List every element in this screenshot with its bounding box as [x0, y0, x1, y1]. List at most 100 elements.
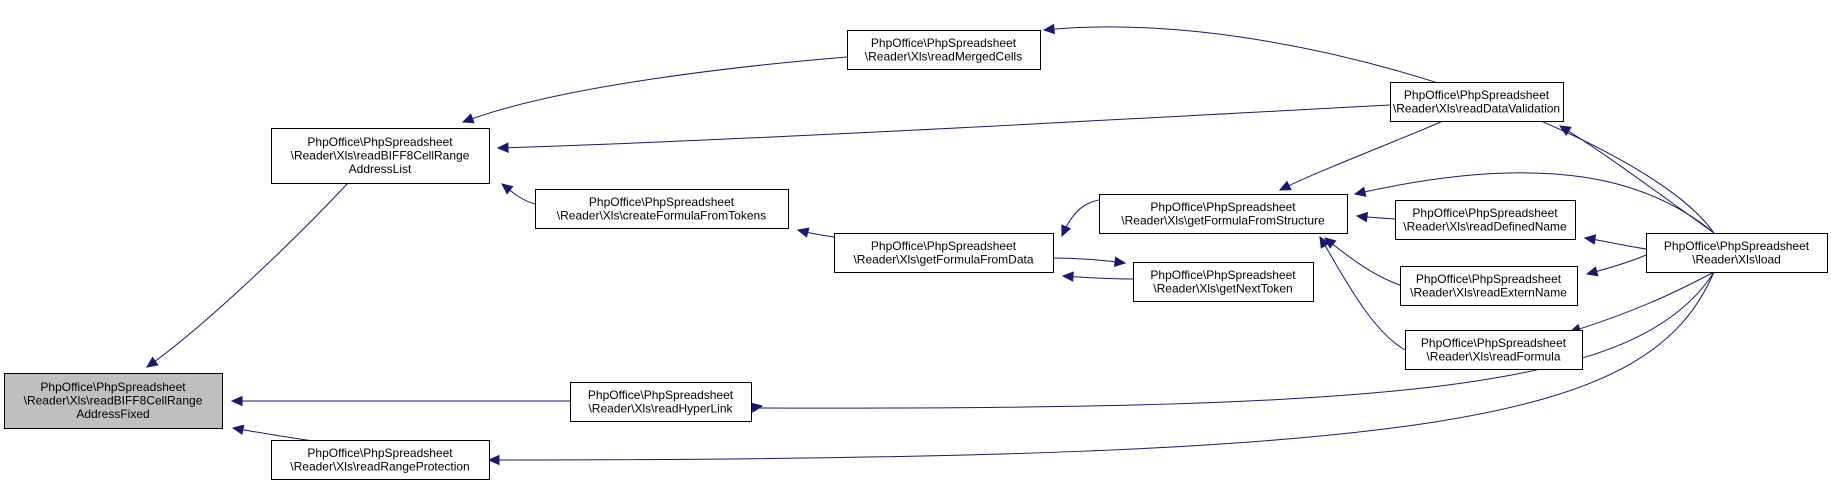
edge-arrowhead	[496, 142, 509, 153]
edge-n13-to-n9	[1319, 235, 1406, 351]
node-caller-function[interactable]: PhpOffice\PhpSpreadsheet\Reader\Xls\read…	[271, 440, 490, 480]
node-box[interactable]	[1133, 262, 1314, 302]
node-label-line: PhpOffice\PhpSpreadsheet	[871, 239, 1017, 253]
edge-line	[497, 104, 1391, 149]
node-current-function[interactable]: PhpOffice\PhpSpreadsheet\Reader\Xls\read…	[4, 373, 223, 429]
edge-n7-to-n13	[1568, 271, 1715, 334]
edge-arrowhead	[501, 183, 514, 195]
edge-arrowhead	[1278, 180, 1292, 191]
node-box[interactable]	[271, 128, 490, 184]
node-box[interactable]	[847, 30, 1041, 70]
node-caller-function[interactable]: PhpOffice\PhpSpreadsheet\Reader\Xls\read…	[847, 30, 1041, 70]
node-label-line: \Reader\Xls\readBIFF8CellRange	[291, 149, 470, 163]
edge-n7-to-n12	[1585, 254, 1647, 277]
edge-line	[1324, 237, 1401, 286]
node-box[interactable]	[1646, 233, 1828, 273]
edge-arrowhead	[1353, 186, 1367, 197]
edge-n8-to-n10	[1052, 256, 1127, 267]
edge-arrowhead	[146, 356, 159, 368]
node-label-line: \Reader\Xls\getNextToken	[1153, 281, 1292, 295]
edge-n7-to-n3	[487, 271, 1715, 466]
edge-n7-to-n2	[749, 271, 1715, 413]
edge-arrowhead	[1061, 224, 1072, 238]
node-caller-function[interactable]: PhpOffice\PhpSpreadsheet\Reader\Xls\crea…	[535, 189, 789, 229]
edge-line	[488, 271, 1715, 461]
node-caller-function[interactable]: PhpOffice\PhpSpreadsheet\Reader\Xls\load	[1646, 233, 1828, 273]
node-label-line: PhpOffice\PhpSpreadsheet	[589, 195, 735, 209]
edge-n1-to-n0	[146, 182, 349, 368]
edge-arrowhead	[1042, 23, 1055, 35]
edge-n4-to-n1	[501, 183, 536, 205]
node-label-line: PhpOffice\PhpSpreadsheet	[1412, 206, 1558, 220]
node-caller-function[interactable]: PhpOffice\PhpSpreadsheet\Reader\Xls\getF…	[1099, 194, 1348, 234]
edge-line	[1569, 271, 1715, 333]
node-label-line: \Reader\Xls\createFormulaFromTokens	[557, 208, 766, 222]
node-box[interactable]	[4, 373, 223, 429]
node-label-line: PhpOffice\PhpSpreadsheet	[1150, 200, 1296, 214]
edge-arrowhead	[1585, 266, 1599, 277]
edge-line	[1354, 172, 1715, 234]
nodes-layer: PhpOffice\PhpSpreadsheet\Reader\Xls\read…	[4, 30, 1828, 480]
edge-arrowhead	[1319, 235, 1330, 249]
edge-line	[1279, 120, 1444, 191]
edges-layer	[146, 23, 1715, 466]
node-label-line: PhpOffice\PhpSpreadsheet	[307, 135, 453, 149]
edge-line	[146, 182, 349, 368]
node-caller-function[interactable]: PhpOffice\PhpSpreadsheet\Reader\Xls\getF…	[834, 233, 1054, 273]
node-label-line: \Reader\Xls\readExternName	[1410, 285, 1567, 299]
edge-arrowhead	[796, 227, 810, 238]
node-label-line: PhpOffice\PhpSpreadsheet	[1416, 272, 1562, 286]
node-box[interactable]	[1400, 266, 1578, 306]
edge-n8-to-n4	[796, 227, 835, 238]
edge-arrowhead	[1061, 271, 1074, 282]
node-label-line: PhpOffice\PhpSpreadsheet	[1150, 268, 1296, 282]
edge-n7-to-n11	[1583, 234, 1647, 250]
node-label-line: PhpOffice\PhpSpreadsheet	[1664, 239, 1810, 253]
node-label-line: \Reader\Xls\getFormulaFromData	[853, 252, 1033, 266]
edge-line	[1319, 236, 1406, 351]
node-label-line: \Reader\Xls\load	[1692, 252, 1781, 266]
edge-n6-to-n1	[461, 56, 848, 124]
edge-arrowhead	[1355, 211, 1369, 223]
node-label-line: AddressFixed	[76, 407, 149, 421]
node-label-line: PhpOffice\PhpSpreadsheet	[1421, 336, 1567, 350]
node-caller-function[interactable]: PhpOffice\PhpSpreadsheet\Reader\Xls\read…	[271, 128, 490, 184]
edge-n10-to-n8	[1061, 271, 1134, 282]
node-box[interactable]	[1390, 82, 1564, 122]
edge-line	[462, 56, 848, 123]
node-label-line: \Reader\Xls\readDataValidation	[1393, 101, 1560, 115]
node-box[interactable]	[570, 382, 752, 422]
node-caller-function[interactable]: PhpOffice\PhpSpreadsheet\Reader\Xls\getN…	[1133, 262, 1314, 302]
node-box[interactable]	[271, 440, 490, 480]
edge-line	[1559, 125, 1715, 234]
edge-line	[1052, 257, 1126, 264]
edge-n5-to-n1	[496, 104, 1391, 153]
edge-arrowhead	[1113, 256, 1127, 267]
edge-arrowhead	[461, 113, 475, 124]
node-box[interactable]	[535, 189, 789, 229]
node-caller-function[interactable]: PhpOffice\PhpSpreadsheet\Reader\Xls\read…	[1405, 330, 1583, 370]
node-caller-function[interactable]: PhpOffice\PhpSpreadsheet\Reader\Xls\read…	[1395, 200, 1576, 240]
node-caller-function[interactable]: PhpOffice\PhpSpreadsheet\Reader\Xls\read…	[1390, 82, 1564, 122]
node-label-line: PhpOffice\PhpSpreadsheet	[40, 380, 186, 394]
node-box[interactable]	[834, 233, 1054, 273]
node-box[interactable]	[1405, 330, 1583, 370]
edge-arrowhead	[487, 454, 500, 466]
node-label-line: \Reader\Xls\getFormulaFromStructure	[1121, 213, 1325, 227]
node-caller-function[interactable]: PhpOffice\PhpSpreadsheet\Reader\Xls\read…	[1400, 266, 1578, 306]
edge-arrowhead	[750, 402, 764, 413]
edge-line	[749, 271, 1715, 409]
edge-arrowhead	[231, 424, 245, 436]
edge-arrowhead	[1583, 234, 1597, 245]
node-caller-function[interactable]: PhpOffice\PhpSpreadsheet\Reader\Xls\read…	[570, 382, 752, 422]
node-box[interactable]	[1099, 194, 1348, 234]
node-label-line: \Reader\Xls\readBIFF8CellRange	[24, 394, 203, 408]
node-label-line: \Reader\Xls\readHyperLink	[588, 401, 733, 415]
node-box[interactable]	[1395, 200, 1576, 240]
edge-n7-to-n5	[1558, 125, 1715, 234]
node-label-line: \Reader\Xls\readDefinedName	[1403, 219, 1567, 233]
node-label-line: \Reader\Xls\readMergedCells	[865, 49, 1022, 63]
edge-arrowhead	[230, 395, 243, 407]
edge-n2-to-n0	[230, 395, 570, 407]
